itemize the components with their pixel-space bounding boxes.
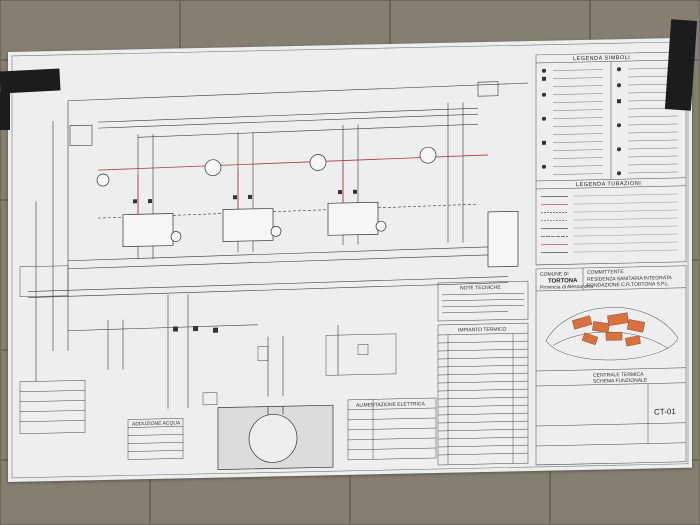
comune-name: TORTONA <box>548 278 578 285</box>
legend-pipe-lines <box>541 193 678 254</box>
valve-components <box>69 81 499 333</box>
tank-pit <box>217 404 334 470</box>
sheet-title-1: CENTRALE TERMICA <box>593 372 644 379</box>
lower-left-tables <box>19 265 269 460</box>
plant-table <box>437 322 529 466</box>
sheet-title-2: SCHEMA FUNZIONALE <box>593 378 648 385</box>
black-tape-left-edge <box>0 92 10 130</box>
water-table-title: ADDUZIONE ACQUA <box>132 420 181 427</box>
black-tape-left <box>0 68 61 94</box>
notes-title: NOTE TECNICHE <box>460 285 501 292</box>
schematic-area <box>27 82 529 409</box>
project-line-1: RESIDENZA SANITARIA INTEGRATA <box>587 275 672 283</box>
title-block <box>535 265 687 466</box>
sheet-border <box>11 41 689 479</box>
sheet-code: CT-01 <box>654 407 676 416</box>
legend-pipes-title: LEGENDA TUBAZIONI <box>576 181 641 188</box>
legend-symbol-rows <box>553 67 678 175</box>
wall-block <box>550 460 700 525</box>
legend-symbol-icons <box>542 67 621 176</box>
notes-table <box>437 280 529 322</box>
comune-label: COMUNE DI <box>540 271 569 278</box>
site-plan <box>545 307 679 361</box>
electrical-title: ALIMENTAZIONE ELETTRICA <box>356 401 425 408</box>
boiler-units <box>96 146 519 268</box>
drawing-labels: LEGENDA SIMBOLI LEGENDA TUBAZIONI COMUNE… <box>132 55 676 427</box>
committente-label: COMMITTENTE <box>587 269 624 276</box>
legend-panel <box>535 51 687 266</box>
provincia-label: Provincia di Alessandria <box>540 284 593 291</box>
project-line-2: FONDAZIONE C.R.TORTONA S.P.L. <box>587 281 669 289</box>
plant-table-title: IMPIANTO TERMICO <box>458 327 507 334</box>
building-footprints <box>572 312 646 347</box>
drawing-svg: LEGENDA SIMBOLI LEGENDA TUBAZIONI COMUNE… <box>11 41 689 479</box>
middle-diagram <box>325 333 437 461</box>
legend-symbols-title: LEGENDA SIMBOLI <box>573 55 630 62</box>
technical-drawing-sheet: LEGENDA SIMBOLI LEGENDA TUBAZIONI COMUNE… <box>8 37 692 482</box>
